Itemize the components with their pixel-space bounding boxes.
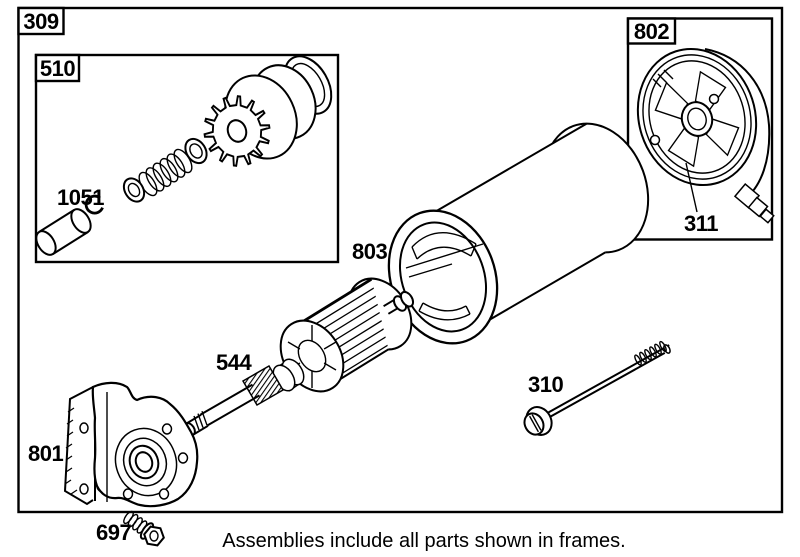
leader-line-311	[685, 162, 698, 213]
part-label-803: 803	[352, 239, 387, 264]
armature-drawing	[184, 277, 415, 436]
drive-washer-front-drawing	[122, 177, 146, 203]
diagram-caption: Assemblies include all parts shown in fr…	[222, 530, 626, 552]
drive-washer-rear-drawing	[184, 137, 208, 165]
terminal-stud	[733, 183, 775, 224]
part-label-544: 544	[216, 350, 252, 375]
armature-output-stub	[383, 290, 415, 315]
armature-end-spokes	[287, 325, 337, 388]
commutator	[272, 358, 305, 392]
helix-splines	[241, 364, 285, 407]
frame-510	[34, 53, 340, 264]
roll-pin-drawing	[35, 208, 92, 256]
screw-threads	[123, 510, 148, 534]
frame-label-510: 510	[34, 53, 81, 83]
frame-802-label: 802	[634, 19, 669, 44]
frame-label-309: 309	[17, 6, 65, 36]
motor-housing-drawing	[387, 122, 650, 345]
through-bolt-drawing	[523, 340, 671, 436]
bolt-threads	[634, 340, 667, 366]
frame-309-label: 309	[23, 9, 58, 34]
part-label-801: 801	[28, 441, 63, 466]
pinion-gear-drawing	[203, 95, 271, 167]
part-label-311: 311	[684, 211, 718, 236]
frame-802	[626, 17, 774, 241]
end-cap-drawing	[636, 47, 775, 224]
part-label-310: 310	[528, 372, 563, 397]
part-label-697: 697	[96, 520, 131, 545]
armature-shaft	[184, 383, 260, 436]
drive-end-bracket-drawing	[63, 381, 199, 508]
flange-edge-hatching	[64, 407, 78, 495]
brush-spring-hatching	[652, 69, 674, 88]
retaining-clip-drawing	[84, 194, 104, 215]
frame-label-802: 802	[626, 17, 677, 45]
bearing-boss	[114, 427, 178, 497]
frame-510-label: 510	[40, 56, 75, 81]
frame-309	[17, 6, 784, 514]
mounting-screw-drawing	[123, 510, 165, 547]
part-label-1051: 1051	[57, 185, 104, 210]
magnet-segments	[405, 232, 484, 321]
